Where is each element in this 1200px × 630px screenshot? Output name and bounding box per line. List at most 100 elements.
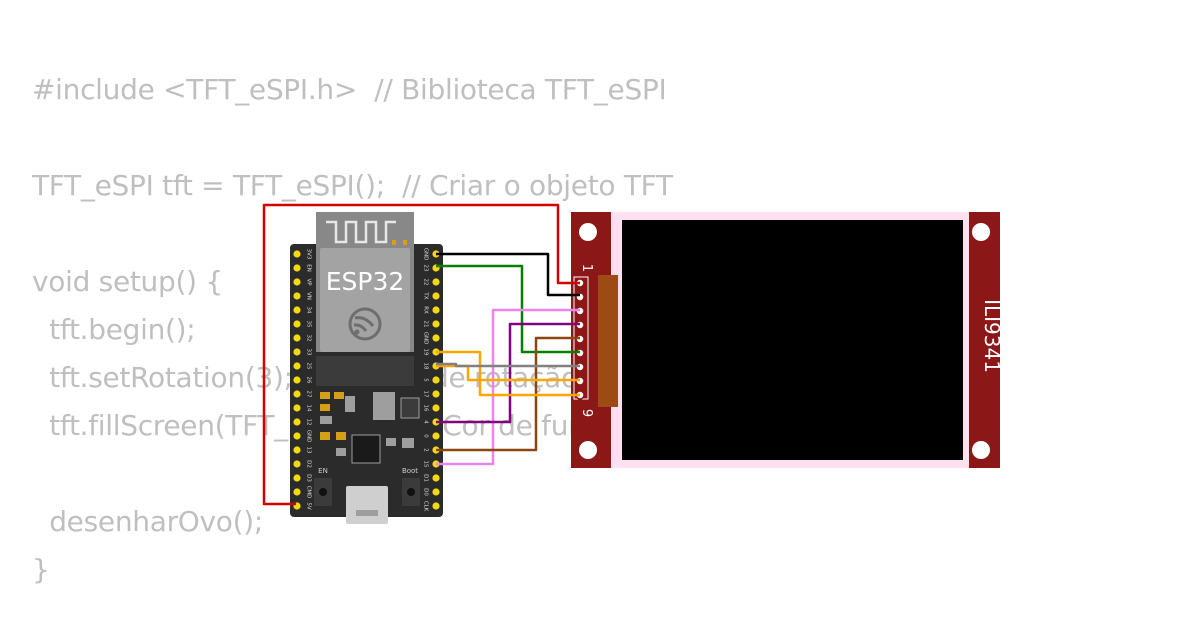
esp32-pin-label: 34 xyxy=(306,307,312,314)
esp32-pin-left[interactable] xyxy=(293,278,301,286)
module-pads xyxy=(316,356,414,386)
esp32-pin-label: EN xyxy=(306,264,312,272)
esp32-pin-label: RX xyxy=(423,306,429,314)
esp32-pin-label: 5 xyxy=(423,378,429,382)
esp32-module-shield xyxy=(320,248,410,352)
module-led xyxy=(392,240,396,245)
esp32-pin-label: CMD xyxy=(306,486,312,499)
esp32-pin-left[interactable] xyxy=(293,348,301,356)
wire-red[interactable] xyxy=(262,203,580,506)
code-line: #include <TFT_eSPI.h> // Biblioteca TFT_… xyxy=(32,73,667,106)
esp32-pin-label: 19 xyxy=(423,349,429,356)
code-line: tft.begin(); xyxy=(32,313,196,346)
esp32-left-header: 3V3ENVPVN343532332526271412GND13D2D3CMD5… xyxy=(293,249,312,510)
esp32-pin-label: 0 xyxy=(423,434,429,438)
en-button-cap xyxy=(319,488,327,496)
esp32-label: ESP32 xyxy=(326,267,405,296)
esp32-pin-label: 16 xyxy=(423,405,429,412)
esp32-pin-label: VN xyxy=(306,292,312,300)
module-led xyxy=(403,240,407,245)
micro-usb-port[interactable] xyxy=(346,486,388,524)
esp32-pin-label: D2 xyxy=(306,460,312,468)
esp32-pin-left[interactable] xyxy=(293,292,301,300)
esp32-pin-label: 15 xyxy=(423,461,429,468)
en-button-label: EN xyxy=(318,467,328,475)
esp32-pin-left[interactable] xyxy=(293,474,301,482)
display-pin-last-label: 9 xyxy=(579,409,594,417)
esp32-pin-left[interactable] xyxy=(293,334,301,342)
esp32-pin-left[interactable] xyxy=(293,306,301,314)
esp32-pin-label: 25 xyxy=(306,363,312,370)
esp32-pin-left[interactable] xyxy=(293,362,301,370)
esp32-pin-left[interactable] xyxy=(293,390,301,398)
usb-uart-chip xyxy=(351,434,381,464)
mounting-hole xyxy=(972,441,990,459)
esp32-pin-label: 35 xyxy=(306,321,312,328)
esp32-pin-label: CLK xyxy=(423,501,429,512)
mounting-hole xyxy=(972,223,990,241)
wire-orange[interactable] xyxy=(436,350,580,397)
esp32-pin-right[interactable] xyxy=(432,334,440,342)
esp32-pin-label: 33 xyxy=(306,349,312,356)
esp32-pin-left[interactable] xyxy=(293,404,301,412)
code-line: desenharOvo(); xyxy=(32,505,263,538)
mounting-hole xyxy=(579,441,597,459)
wire-violet[interactable] xyxy=(436,308,580,466)
esp32-pin-right[interactable] xyxy=(432,320,440,328)
esp32-pin-right[interactable] xyxy=(432,474,440,482)
esp32-pin-left[interactable] xyxy=(293,418,301,426)
usb-opening xyxy=(356,510,378,516)
smd-component xyxy=(336,448,346,456)
esp32-pin-right[interactable] xyxy=(432,376,440,384)
code-line: } xyxy=(32,553,50,586)
espressif-logo-icon xyxy=(348,307,382,341)
esp32-pin-right[interactable] xyxy=(432,306,440,314)
esp32-pin-right[interactable] xyxy=(432,488,440,496)
esp32-pin-right[interactable] xyxy=(432,404,440,412)
esp32-pin-label: GND xyxy=(423,248,429,261)
smd-component xyxy=(400,397,420,419)
esp32-pin-left[interactable] xyxy=(293,376,301,384)
smd-component xyxy=(320,432,330,440)
esp32-pin-left[interactable] xyxy=(293,432,301,440)
esp32-pin-right[interactable] xyxy=(432,278,440,286)
esp32-pin-right[interactable] xyxy=(432,502,440,510)
esp32-pin-right[interactable] xyxy=(432,292,440,300)
esp32-pin-left[interactable] xyxy=(293,250,301,258)
esp32-pin-label: 4 xyxy=(423,420,429,424)
boot-button-label: Boot xyxy=(402,467,418,475)
mounting-hole xyxy=(579,223,597,241)
smd-component xyxy=(320,404,330,411)
esp32-pin-left[interactable] xyxy=(293,446,301,454)
smd-component xyxy=(334,392,344,399)
esp32-pin-right[interactable] xyxy=(432,390,440,398)
esp32-pin-left[interactable] xyxy=(293,264,301,272)
esp32-pin-label: 21 xyxy=(423,321,429,328)
smd-component xyxy=(402,438,414,448)
wire-black[interactable] xyxy=(436,252,580,297)
smd-component xyxy=(386,438,396,446)
esp32-pin-label: 27 xyxy=(306,391,312,398)
esp32-pin-label: GND xyxy=(423,332,429,345)
code-line: TFT_eSPI tft = TFT_eSPI(); // Criar o ob… xyxy=(32,169,673,202)
esp32-pin-right[interactable] xyxy=(432,432,440,440)
esp32-pin-label: 14 xyxy=(306,405,312,412)
esp32-pin-left[interactable] xyxy=(293,320,301,328)
esp32-pin-left[interactable] xyxy=(293,460,301,468)
esp32-pin-label: 12 xyxy=(306,419,312,426)
ili9341-display[interactable]: ILI9341 1 9 xyxy=(571,212,1004,468)
esp32-pin-label: 5V xyxy=(306,502,312,509)
esp32-pin-label: 26 xyxy=(306,377,312,384)
wire-purple[interactable] xyxy=(436,322,580,424)
smd-component xyxy=(320,416,332,424)
esp32-pin-left[interactable] xyxy=(293,488,301,496)
esp32-pin-label: 2 xyxy=(423,448,429,452)
esp32-pin-label: VP xyxy=(306,278,312,286)
wire-grey[interactable] xyxy=(436,362,580,368)
esp32-pin-label: GND xyxy=(306,430,312,443)
wire-orange-2[interactable] xyxy=(436,364,580,382)
display-model-label: ILI9341 xyxy=(980,299,1004,373)
voltage-regulator xyxy=(373,392,395,420)
